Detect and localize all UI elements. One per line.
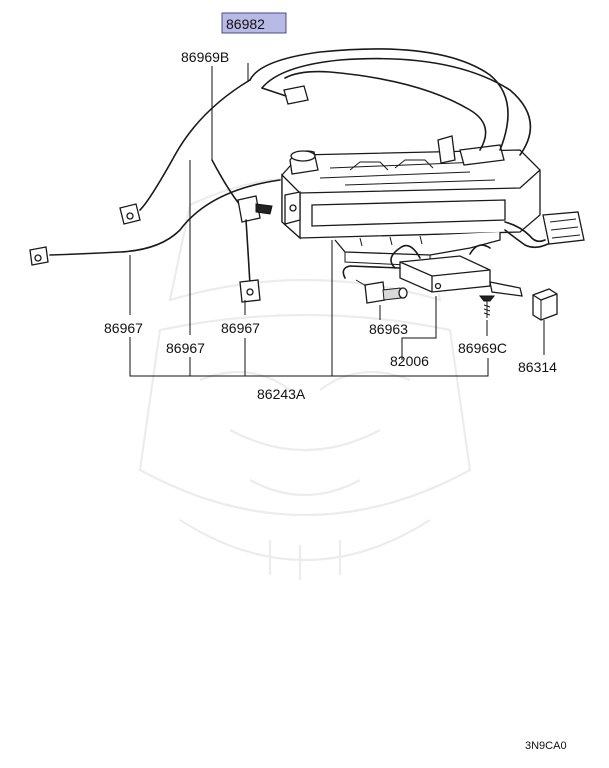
- bulb-socket: [342, 265, 408, 304]
- highlight-box: [221, 12, 287, 34]
- callout-86967-lower: 86967: [166, 340, 205, 356]
- callout-86982: 86982: [226, 16, 265, 32]
- callout-86314: 86314: [518, 359, 557, 375]
- callout-82006: 82006: [390, 353, 429, 369]
- callout-86969b: 86969B: [181, 49, 229, 65]
- harness-connector: [504, 211, 585, 249]
- corner-code: 3N9CA0: [525, 740, 567, 752]
- control-cables: [29, 48, 532, 303]
- callout-86243a: 86243A: [257, 386, 306, 402]
- heater-control-panel: [281, 135, 541, 267]
- leader-lines: [129, 63, 545, 377]
- callout-86967-left: 86967: [104, 320, 143, 336]
- knob-86314: [532, 288, 558, 321]
- callout-86969c: 86969C: [458, 340, 507, 356]
- callout-86967-mid: 86967: [221, 320, 260, 336]
- callout-86963: 86963: [369, 321, 408, 337]
- screw-86969c: [478, 295, 496, 318]
- resistor-module: [390, 244, 523, 297]
- callout-labels: 86982 86969B 86967 86967 86967 86963 869…: [104, 12, 557, 402]
